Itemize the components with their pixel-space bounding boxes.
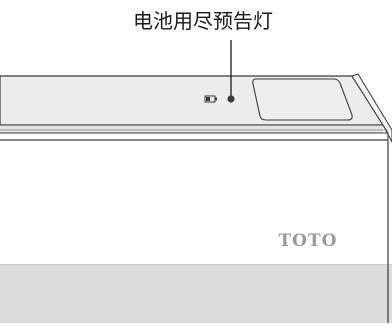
led-dot-icon <box>227 95 235 103</box>
brand-logo-text: TOTO <box>278 231 338 251</box>
lid-lip-strip <box>0 125 383 133</box>
callout-label: 电池用尽预告灯 <box>133 9 273 33</box>
lid-lip-right-corner <box>382 124 389 142</box>
lid-window-panel <box>252 78 353 121</box>
front-body <box>0 140 392 264</box>
lid-right-chamfer <box>351 73 392 143</box>
base-band <box>0 264 392 323</box>
battery-icon <box>204 95 217 103</box>
